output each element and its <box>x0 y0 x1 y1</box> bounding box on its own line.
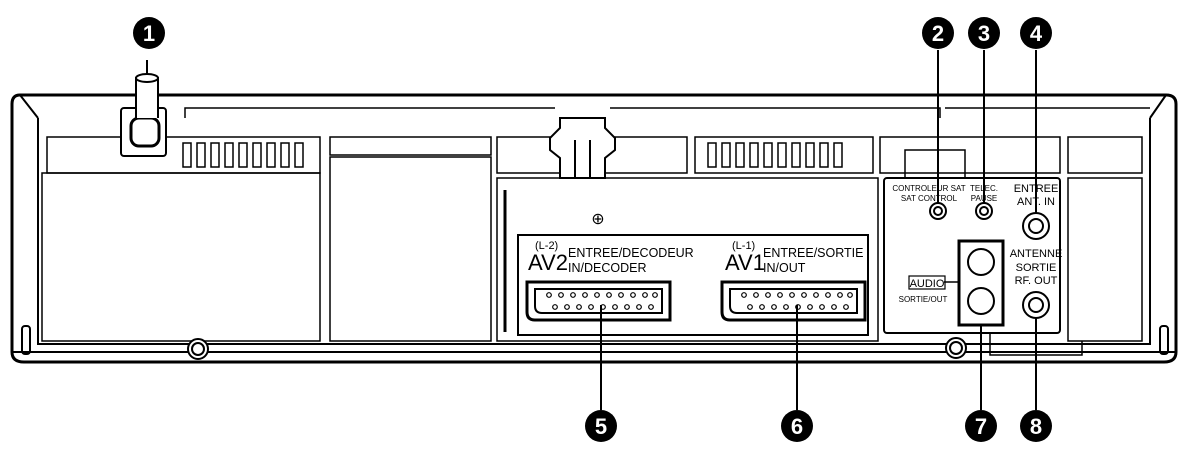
rf-out-label-en: RF. OUT <box>1015 275 1058 287</box>
av1-label-en: IN/OUT <box>763 261 806 275</box>
callout-leaders <box>600 50 1037 410</box>
audio-label-text: AUDIO <box>910 278 945 290</box>
vent-slots-right <box>707 142 843 168</box>
av2-scart-pins <box>546 292 658 310</box>
callout-3: 3 <box>968 17 1000 49</box>
callout-2: 2 <box>922 17 954 49</box>
lower-left-panels <box>41 156 492 342</box>
vent-slots-left <box>182 142 304 168</box>
svg-text:8: 8 <box>1030 414 1042 439</box>
scart-board <box>496 177 879 342</box>
chassis <box>10 93 1178 364</box>
pause-jack <box>975 202 993 220</box>
callout-6: 6 <box>781 410 813 442</box>
antenne-label: ANTENNE <box>1010 248 1063 260</box>
av1-label-fr: ENTREE/SORTIE <box>763 246 863 260</box>
av2-label-main: AV2 <box>528 250 568 275</box>
upper-vent-strip <box>46 136 1143 174</box>
svg-text:1: 1 <box>143 21 155 46</box>
av2-scart-connector <box>525 280 672 322</box>
ground-symbol: ⊕ <box>591 211 604 228</box>
svg-text:5: 5 <box>595 414 607 439</box>
av2-label: (L-2) AV2 ENTREE/DECODEUR IN/DECODER <box>528 240 694 275</box>
av1-label-main: AV1 <box>725 250 765 275</box>
antenna-in-jack <box>1022 212 1050 240</box>
svg-text:6: 6 <box>791 414 803 439</box>
svg-text:4: 4 <box>1030 21 1043 46</box>
sat-control-jack <box>929 202 947 220</box>
sat-control-label-fr: CONTROLEUR SAT <box>892 184 965 193</box>
av1-label: (L-1) AV1 ENTREE/SORTIE IN/OUT <box>725 240 863 275</box>
av2-label-en: IN/DECODER <box>568 261 646 275</box>
callout-8: 8 <box>1020 410 1052 442</box>
av2-sub-label: (L-2) <box>535 240 558 252</box>
sat-control-label-en: SAT CONTROL <box>901 194 958 203</box>
center-clip <box>549 117 616 179</box>
rf-out-jack <box>1022 291 1050 319</box>
callout-5: 5 <box>585 410 617 442</box>
av2-label-fr: ENTREE/DECODEUR <box>568 246 694 260</box>
callout-4: 4 <box>1020 17 1052 49</box>
rf-out-label-fr: SORTIE <box>1016 262 1057 274</box>
av1-sub-label: (L-1) <box>732 240 755 252</box>
audio-out-jacks <box>944 239 1005 327</box>
callout-1: 1 <box>133 17 165 49</box>
svg-text:7: 7 <box>975 414 987 439</box>
audio-label: AUDIO SORTIE/OUT <box>899 275 948 304</box>
callout-7: 7 <box>965 410 997 442</box>
av1-scart-pins <box>741 292 853 310</box>
screw-left <box>187 338 209 360</box>
svg-text:3: 3 <box>978 21 990 46</box>
power-cord <box>120 60 167 157</box>
audio-out-label: SORTIE/OUT <box>899 295 948 304</box>
screw-right <box>945 337 967 359</box>
svg-text:2: 2 <box>932 21 944 46</box>
av1-scart-connector <box>720 280 867 322</box>
